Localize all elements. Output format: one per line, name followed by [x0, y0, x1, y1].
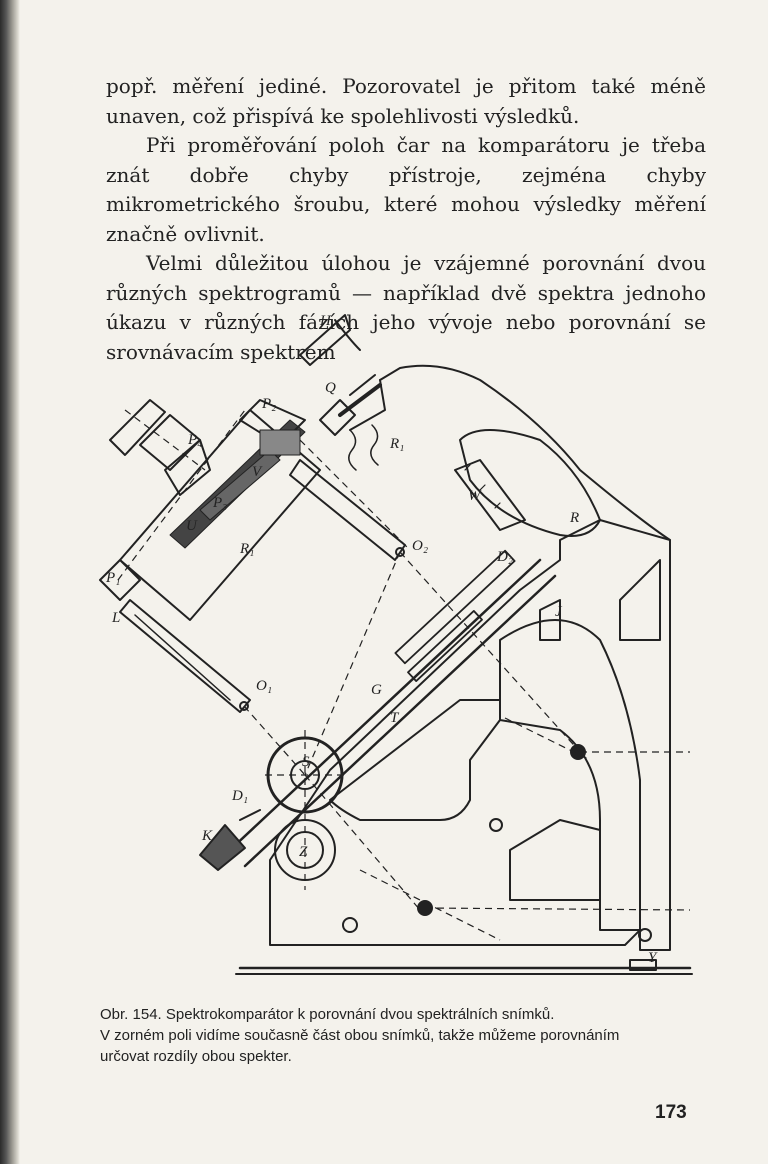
label-G: G — [371, 682, 382, 698]
caption-line-2: V zorném poli vidíme současně část obou … — [100, 1027, 620, 1044]
figure-spectrocomparator: H Q P₂ P₄ R₁ V P₃ W R U R₁ O₂ D₂ P₁ J L … — [0, 300, 768, 1000]
label-L: L — [111, 610, 120, 626]
label-V: V — [252, 464, 263, 480]
label-P4: P₄ — [187, 432, 202, 448]
label-D1: D₁ — [231, 788, 248, 804]
label-Q: Q — [325, 380, 336, 396]
label-R: R — [569, 510, 579, 526]
label-P2: P₂ — [261, 396, 276, 412]
body-text: popř. měření jediné. Pozorovatel je přit… — [106, 72, 706, 367]
label-P1: P₁ — [105, 570, 120, 586]
label-J: J — [555, 604, 563, 620]
caption-line-3: určovat rozdíly obou spekter. — [100, 1048, 292, 1065]
spectrocomparator-drawing: H Q P₂ P₄ R₁ V P₃ W R U R₁ O₂ D₂ P₁ J L … — [99, 313, 693, 975]
paragraph-3: Velmi důležitou úlohou je vzájemné porov… — [106, 251, 706, 364]
page-number: 173 — [655, 1102, 687, 1123]
label-P3: P₃ — [212, 495, 227, 511]
label-Z: Z — [299, 844, 308, 860]
label-W: W — [468, 488, 482, 504]
label-K: K — [201, 828, 213, 844]
label-U: U — [186, 518, 198, 534]
label-Y: Y — [648, 950, 658, 966]
label-R1-top: R₁ — [389, 436, 404, 452]
paragraph-1: popř. měření jediné. Pozorovatel je přit… — [106, 74, 706, 128]
caption-line-1: Obr. 154. Spektrokomparátor k porovnání … — [100, 1006, 555, 1023]
figure-caption: Obr. 154. Spektrokomparátor k porovnání … — [100, 1004, 700, 1067]
label-R1-mid: R₁ — [239, 541, 254, 557]
label-O1: O₁ — [256, 678, 272, 694]
label-T: T — [390, 710, 400, 726]
label-H: H — [319, 313, 332, 329]
label-S: S — [302, 754, 310, 770]
label-O2: O₂ — [412, 538, 428, 554]
book-spine-shadow — [0, 0, 20, 1164]
label-D2: D₂ — [496, 549, 513, 565]
paragraph-2: Při proměřování poloh čar na komparátoru… — [106, 133, 706, 246]
